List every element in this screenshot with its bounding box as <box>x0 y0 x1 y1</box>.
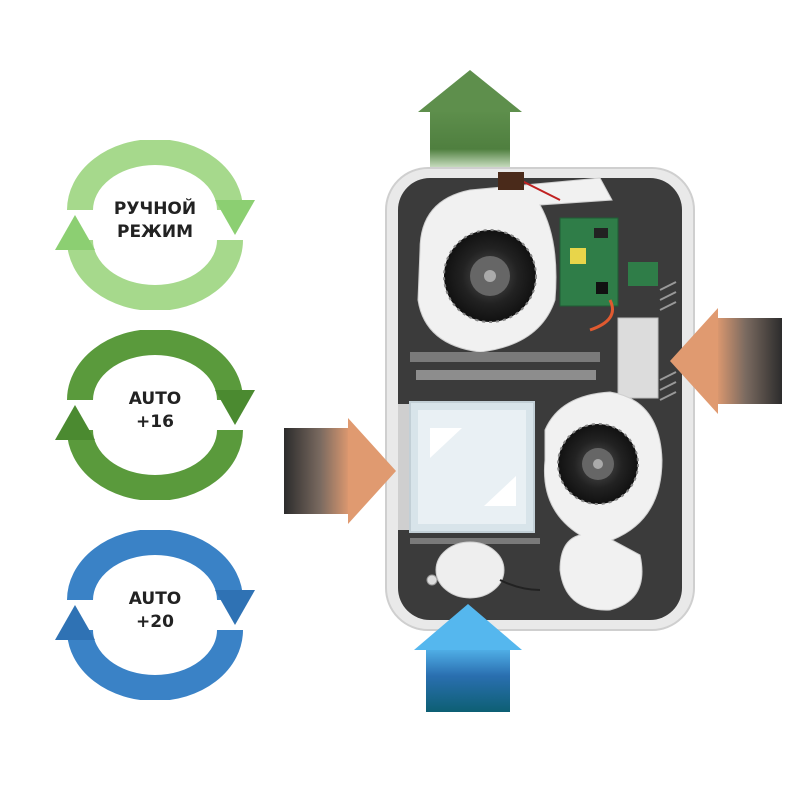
mode-label-line1: РУЧНОЙ <box>113 199 197 219</box>
mode-label: AUTO +20 <box>50 588 260 634</box>
mode-auto16-icon[interactable]: AUTO +16 <box>50 330 260 500</box>
intake-arrow-right <box>670 308 782 414</box>
mode-label-line1: AUTO <box>128 589 182 609</box>
cycle-arrows-icon <box>55 330 255 500</box>
supply-arrow-up <box>414 604 522 712</box>
cycle-arrows-icon <box>55 140 255 310</box>
mode-label-line2: +20 <box>136 612 174 632</box>
mode-label: РУЧНОЙ РЕЖИМ <box>50 198 260 244</box>
mode-label-line1: AUTO <box>128 389 182 409</box>
exhaust-arrow-up <box>418 70 522 170</box>
divider-rails <box>410 352 600 380</box>
top-fan <box>417 177 613 353</box>
heat-exchanger <box>398 401 535 533</box>
side-grille-right <box>617 281 677 401</box>
control-board <box>498 172 658 332</box>
mode-auto20-icon[interactable]: AUTO +20 <box>50 530 260 700</box>
mode-manual-icon[interactable]: РУЧНОЙ РЕЖИМ <box>50 140 260 310</box>
cycle-arrows-icon <box>55 530 255 700</box>
mode-label: AUTO +16 <box>50 388 260 434</box>
mode-label-line2: РЕЖИМ <box>116 222 194 242</box>
intake-arrow-left <box>284 418 396 524</box>
bottom-fan <box>543 391 663 611</box>
mode-label-line2: +16 <box>136 412 174 432</box>
bottom-damper <box>410 538 541 599</box>
